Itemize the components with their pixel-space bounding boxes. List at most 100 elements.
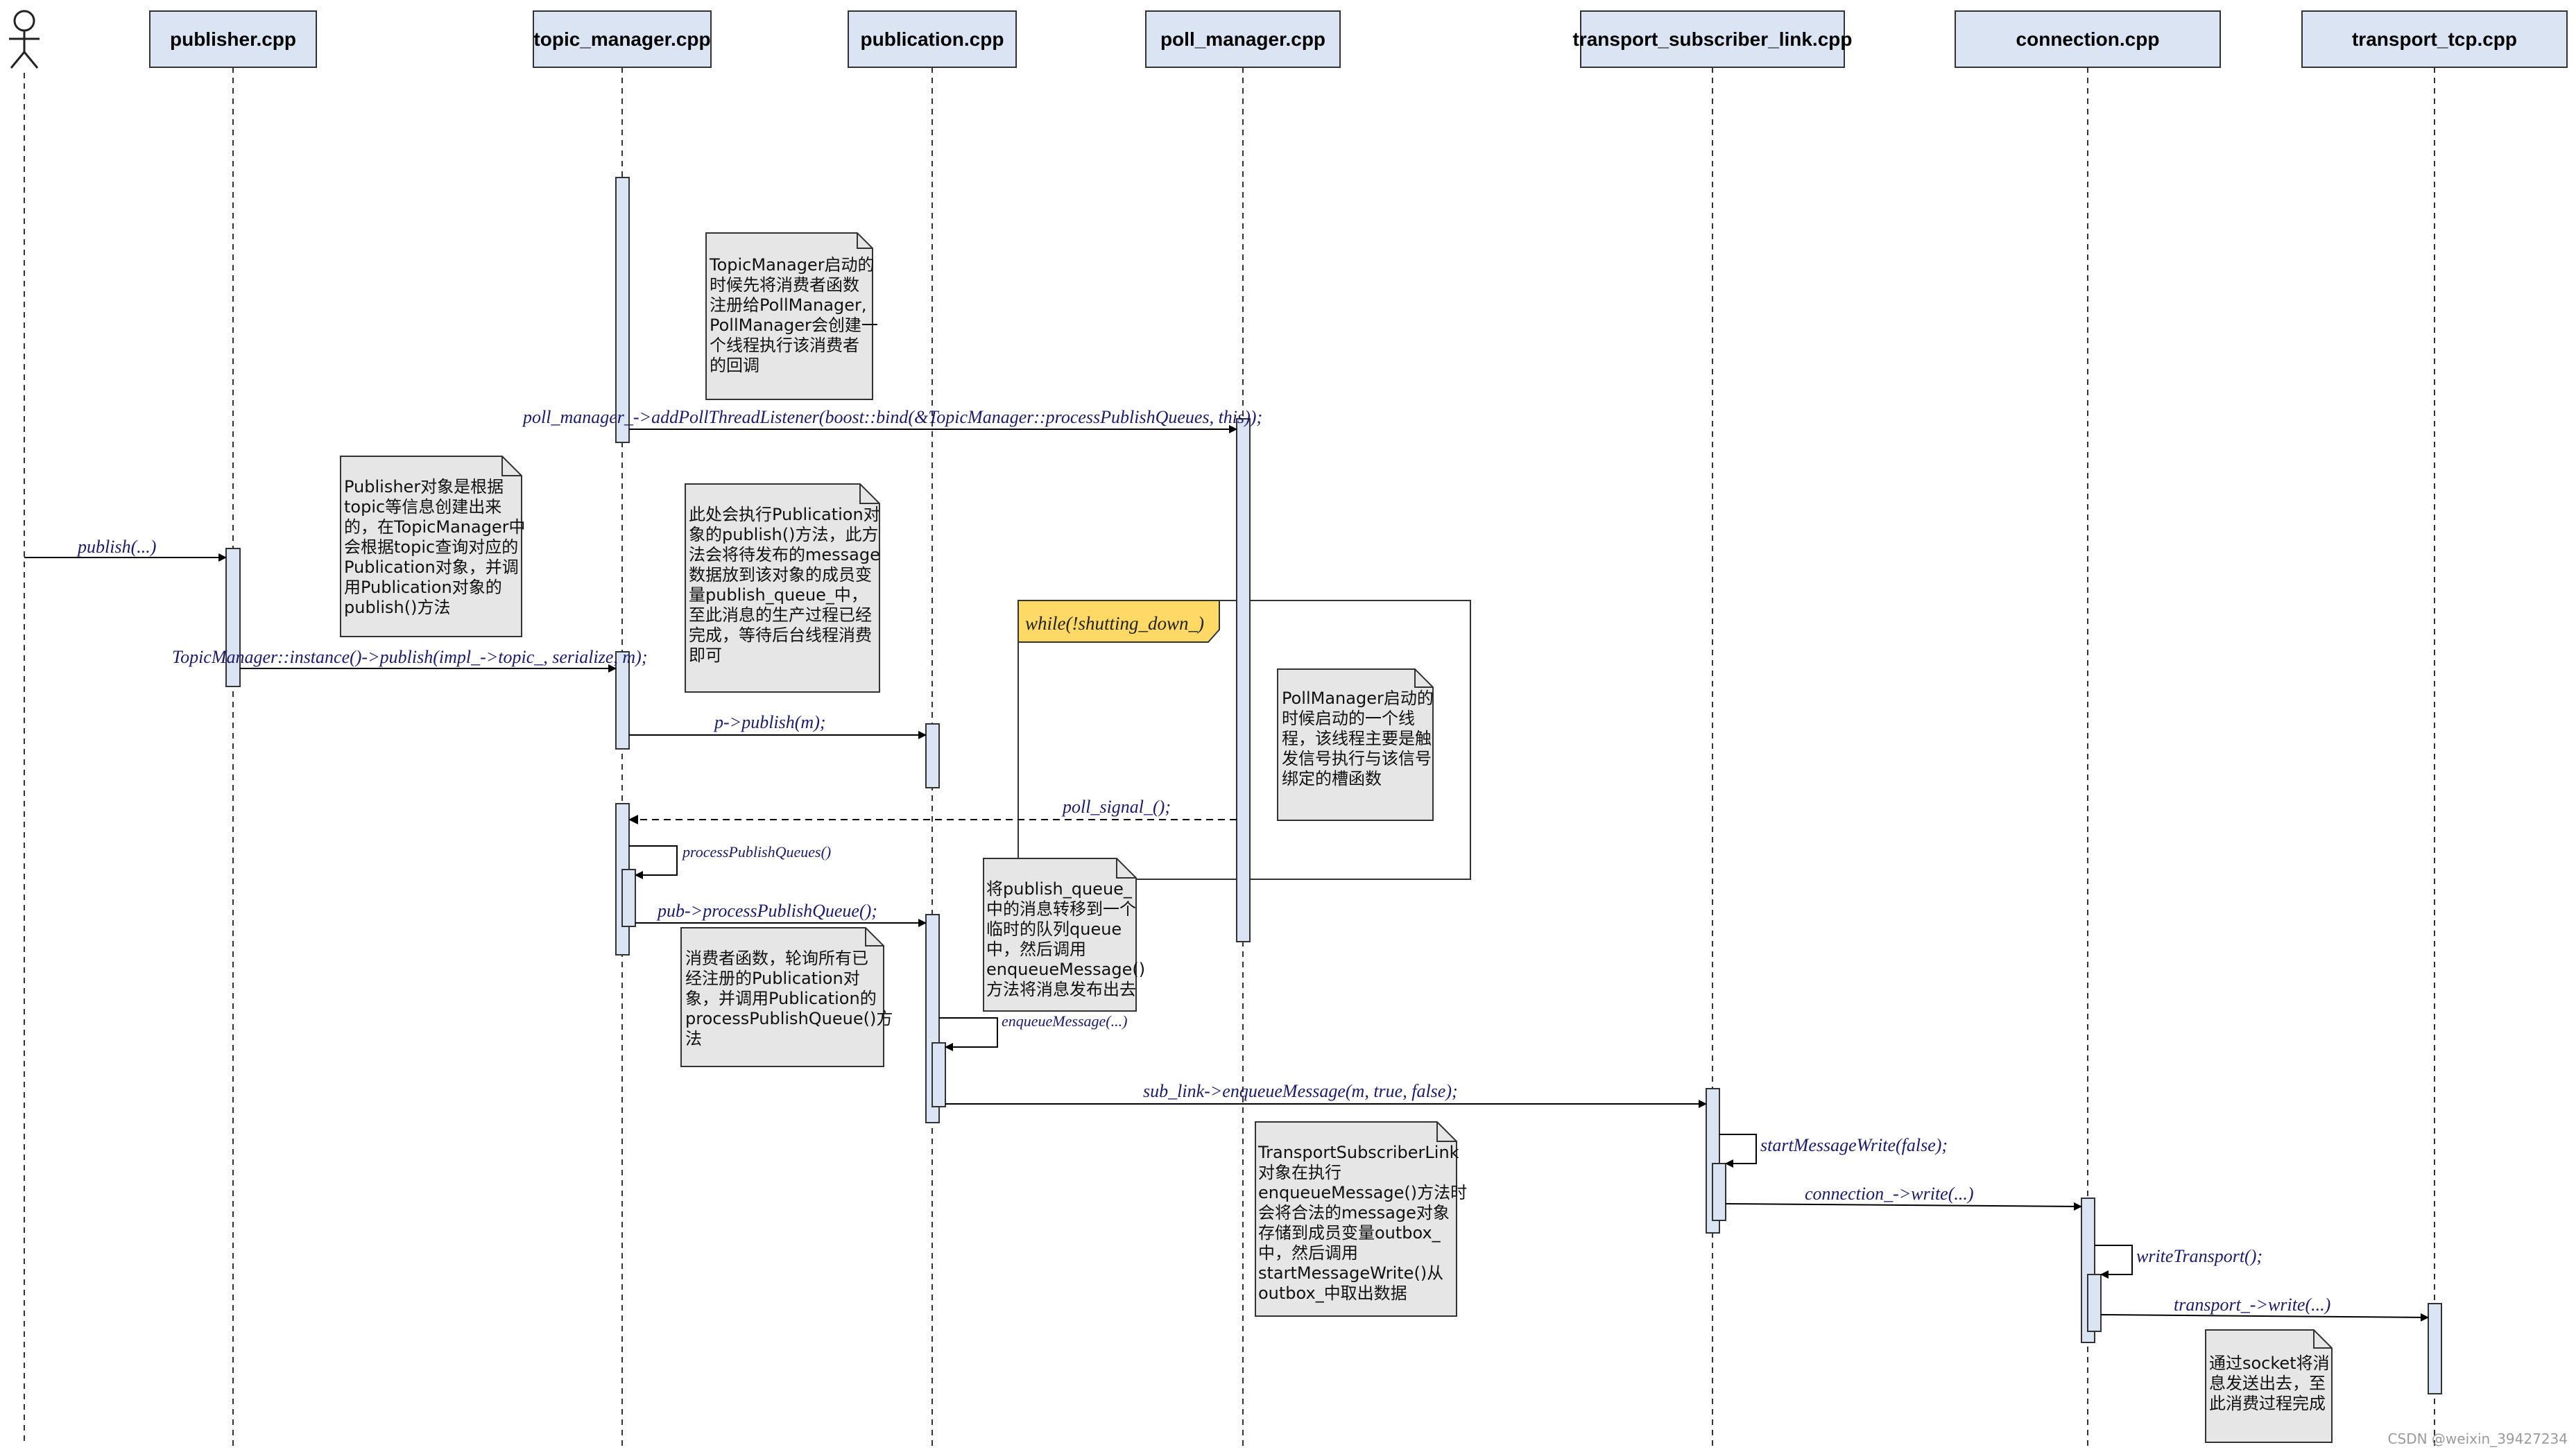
note-line: 个线程执行该消费者 <box>710 336 859 355</box>
note-move-queue: 将publish_queue_ 中的消息转移到一个 临时的队列queue 中，然… <box>983 858 1151 1012</box>
participant-poll-manager-label: poll_manager.cpp <box>1160 28 1325 50</box>
activation-topic-manager-publish <box>615 651 630 750</box>
note-socket-send: 通过socket将消 息发送出去，至 此消费过程完成 <box>2205 1329 2335 1443</box>
message-conn-write-label: connection_->write(...) <box>1805 1184 1974 1204</box>
activation-topic-manager-init <box>615 177 630 443</box>
actor-icon <box>9 10 40 69</box>
note-line: 此处会执行Publication对 <box>689 505 880 524</box>
note-line: PollManager会创建一 <box>710 316 878 335</box>
note-line: 临时的队列queue <box>986 919 1122 939</box>
svg-text:通过socket将消 息发送出去，至: 通过socket将消 息发送出去，至 此消费过程完成 <box>2209 1354 2335 1413</box>
activation-transport-tcp <box>2428 1303 2442 1394</box>
svg-text:将publish_queue_ 中的消息转移到一: 将publish_queue_ 中的消息转移到一个 临时的队列queue 中，然… <box>986 879 1151 999</box>
note-line: 会将合法的message对象 <box>1258 1203 1450 1222</box>
note-line: publish()方法 <box>344 598 450 617</box>
note-line: 通过socket将消 <box>2209 1354 2330 1373</box>
message-process-queue-label: pub->processPublishQueue(); <box>656 901 877 921</box>
note-line: outbox_中取出数据 <box>1258 1284 1407 1303</box>
participant-connection-box <box>1955 10 2221 68</box>
note-line: 将publish_queue_ <box>986 879 1133 899</box>
note-line: Publication对象，并调 <box>344 558 519 577</box>
note-topic-manager-start: TopicManager启动的 时候先将消费者函数 注册给PollManager… <box>705 232 883 400</box>
message-write-transport-label: writeTransport(); <box>2136 1246 2262 1266</box>
note-line: enqueueMessage()方法时 <box>1258 1183 1467 1202</box>
note-line: startMessageWrite()从 <box>1258 1263 1443 1283</box>
message-transport-write-arrow <box>2100 1313 2429 1322</box>
message-conn-write-arrow <box>1725 1202 2082 1211</box>
message-start-write-label: startMessageWrite(false); <box>1760 1135 1948 1155</box>
note-line: 中的消息转移到一个 <box>986 899 1136 919</box>
activation-subscriber-link-nested <box>1712 1163 1726 1221</box>
note-line: 绑定的槽函数 <box>1282 769 1382 788</box>
note-line: 此消费过程完成 <box>2209 1394 2326 1413</box>
participant-publication-label: publication.cpp <box>861 28 1004 50</box>
note-publisher-object: Publisher对象是根据 topic等信息创建出来 的，在TopicMana… <box>340 456 531 637</box>
note-line: 发信号执行与该信号 <box>1282 749 1432 768</box>
svg-text:PollManager启动的 时候启动的一个线: PollManager启动的 时候启动的一个线 程，该线程主要是触 发信号执行与… <box>1282 689 1439 788</box>
svg-text:TransportSubscriberLink: TransportSubscriberLink 对象在执行 enqueueMes… <box>1257 1143 1472 1303</box>
message-sub-link-enqueue-label: sub_link->enqueueMessage(m, true, false)… <box>1143 1081 1458 1101</box>
loop-label: while(!shutting_down_) <box>1025 613 1204 634</box>
activation-connection-nested <box>2087 1274 2102 1332</box>
note-line: 消费者函数，轮询所有已 <box>685 949 868 968</box>
participant-poll-manager-box <box>1145 10 1341 68</box>
participant-transport-tcp-label: transport_tcp.cpp <box>2352 28 2517 50</box>
message-poll-signal-label: poll_signal_(); <box>1061 797 1171 817</box>
message-enqueue-self-label: enqueueMessage(...) <box>1002 1012 1127 1030</box>
participant-transport-tcp-box <box>2301 10 2568 68</box>
note-line: Publisher对象是根据 <box>344 477 504 496</box>
note-line: 象的publish()方法，此方 <box>689 525 878 544</box>
message-publish-label: publish(...) <box>76 537 156 557</box>
note-line: 注册给PollManager, <box>710 295 866 315</box>
activation-publication-publish <box>925 723 940 788</box>
note-line: 程，该线程主要是触 <box>1282 729 1432 748</box>
activation-publisher <box>225 548 241 687</box>
note-line: 会根据topic查询对应的 <box>344 537 518 557</box>
message-process-queues-label: processPublishQueues() <box>681 843 831 861</box>
message-process-queues-self-arrow <box>629 845 678 879</box>
svg-text:消费者函数，轮询所有已 经注册的Publicat: 消费者函数，轮询所有已 经注册的Publication对 象，并调用Public… <box>685 949 898 1048</box>
note-line: PollManager启动的 <box>1282 689 1434 708</box>
note-publication-publish: 此处会执行Publication对 象的publish()方法，此方 法会将待发… <box>685 483 886 693</box>
note-consumer-function: 消费者函数，轮询所有已 经注册的Publication对 象，并调用Public… <box>680 927 898 1067</box>
message-p-publish-label: p->publish(m); <box>713 712 826 732</box>
activation-topic-manager-nested <box>621 869 636 927</box>
note-line: 数据放到该对象的成员变 <box>689 565 872 585</box>
message-transport-write-label: transport_->write(...) <box>2174 1295 2330 1315</box>
message-write-transport-self-arrow <box>2095 1245 2133 1279</box>
participant-topic-manager-label: topic_manager.cpp <box>533 28 710 50</box>
svg-text:TopicManager启动的 时候先将消费者函: TopicManager启动的 时候先将消费者函数 注册给PollManager… <box>709 255 883 375</box>
participant-transport-subscriber-link-box <box>1580 10 1845 68</box>
note-line: 的回调 <box>710 356 759 375</box>
participant-publisher-label: publisher.cpp <box>170 28 296 50</box>
note-line: 中，然后调用 <box>1258 1243 1358 1263</box>
message-start-write-self-arrow <box>1719 1134 1757 1168</box>
note-line: processPublishQueue()方 <box>685 1009 893 1028</box>
note-line: 时候启动的一个线 <box>1282 709 1415 728</box>
participant-publication-box <box>848 10 1017 68</box>
note-line: 即可 <box>689 646 722 665</box>
message-add-listener-label: poll_manager_->addPollThreadListener(boo… <box>522 407 1262 427</box>
note-subscriber-link: TransportSubscriberLink 对象在执行 enqueueMes… <box>1255 1121 1472 1317</box>
svg-text:此处会执行Publication对 象的publ: 此处会执行Publication对 象的publish()方法，此方 法会将待发… <box>689 505 886 665</box>
note-line: 时候先将消费者函数 <box>710 275 859 295</box>
note-line: 象，并调用Publication的 <box>685 989 877 1008</box>
message-tm-publish-label: TopicManager::instance()->publish(impl_-… <box>172 647 647 667</box>
watermark: CSDN @weixin_39427234 <box>2388 1431 2568 1447</box>
svg-text:Publisher对象是根据 topic等信息创: Publisher对象是根据 topic等信息创建出来 的，在TopicMana… <box>344 477 531 617</box>
note-line: 经注册的Publication对 <box>685 969 860 988</box>
participant-connection-label: connection.cpp <box>2016 28 2160 50</box>
note-line: 法会将待发布的message <box>689 545 880 564</box>
note-line: 方法将消息发布出去 <box>986 980 1136 999</box>
note-poll-manager-start: PollManager启动的 时候启动的一个线 程，该线程主要是触 发信号执行与… <box>1277 668 1439 821</box>
note-line: 中，然后调用 <box>986 940 1086 959</box>
note-line: TransportSubscriberLink <box>1257 1143 1459 1162</box>
participant-transport-subscriber-link-label: transport_subscriber_link.cpp <box>1572 28 1852 50</box>
note-line: 用Publication对象的 <box>344 578 502 597</box>
note-line: 完成，等待后台线程消费 <box>689 625 872 645</box>
note-line: enqueueMessage() <box>986 960 1145 979</box>
participant-publisher-box <box>149 10 317 68</box>
message-enqueue-self-arrow <box>939 1017 998 1051</box>
note-line: 法 <box>685 1029 702 1048</box>
note-line: topic等信息创建出来 <box>344 497 501 517</box>
